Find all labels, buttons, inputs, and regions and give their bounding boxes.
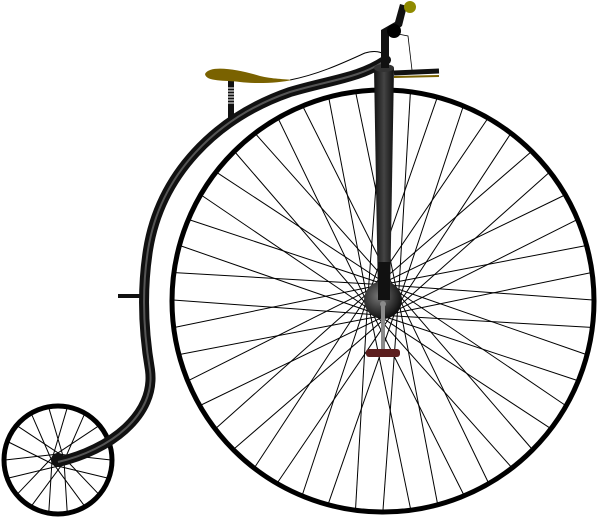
spoke xyxy=(179,245,374,314)
brake-lever-trim xyxy=(393,75,440,78)
spoke xyxy=(397,293,532,449)
backbone-highlight xyxy=(57,59,387,463)
spoke xyxy=(398,91,411,297)
spoke xyxy=(31,413,53,462)
spoke xyxy=(355,303,368,509)
spoke xyxy=(277,312,394,483)
saddle xyxy=(205,68,292,84)
spoke xyxy=(328,97,368,299)
spoke xyxy=(388,284,594,301)
spoke xyxy=(277,117,368,303)
spoke xyxy=(200,194,371,311)
front-fork xyxy=(374,68,394,300)
spoke xyxy=(200,315,386,406)
handle-knob xyxy=(404,1,416,13)
spoke xyxy=(382,315,578,381)
spoke xyxy=(393,219,578,313)
spoke xyxy=(374,313,512,467)
spoke xyxy=(397,133,512,305)
spoke xyxy=(392,286,587,355)
spoke xyxy=(188,287,373,381)
spoke xyxy=(370,310,464,495)
spoke xyxy=(378,314,550,429)
spoke xyxy=(55,425,99,455)
spoke xyxy=(376,151,532,286)
spoke xyxy=(234,151,369,307)
spoke xyxy=(17,425,61,455)
spoke xyxy=(180,315,382,355)
spoke xyxy=(4,453,57,461)
spoke xyxy=(174,272,380,285)
crank-pivot xyxy=(380,301,386,307)
spoke xyxy=(380,194,566,285)
fork-lower xyxy=(378,262,390,300)
spoke xyxy=(174,285,376,328)
spoke xyxy=(254,295,369,467)
spoke xyxy=(382,305,399,511)
backbone-frame xyxy=(53,55,391,467)
spoke xyxy=(48,407,64,458)
seat-spring xyxy=(228,87,234,104)
spoke xyxy=(7,441,55,466)
spoke xyxy=(386,315,592,328)
handlebar-stem xyxy=(381,4,407,68)
spoke xyxy=(398,105,464,301)
spoke xyxy=(63,413,85,462)
spoke xyxy=(254,133,392,287)
spoke xyxy=(395,289,566,406)
spoke xyxy=(53,463,85,507)
spoke xyxy=(234,314,390,449)
spoke xyxy=(216,291,370,429)
spoke xyxy=(372,117,489,288)
spoke xyxy=(398,297,489,483)
big-wheel-spokes xyxy=(172,89,594,511)
spoke xyxy=(31,463,63,507)
spoke xyxy=(188,219,384,285)
spoke xyxy=(63,460,68,513)
spoke xyxy=(302,299,368,495)
spoke xyxy=(57,465,108,479)
brake-lever xyxy=(393,68,440,76)
brake-pivot xyxy=(387,24,401,38)
spoke xyxy=(390,272,592,315)
small-wheel-rim xyxy=(1,403,115,517)
spoke xyxy=(384,245,586,285)
spoke xyxy=(216,171,388,286)
spoke xyxy=(48,460,53,513)
spoke xyxy=(172,299,378,316)
pedal xyxy=(366,349,400,357)
spoke xyxy=(17,456,54,495)
spoke xyxy=(52,407,68,458)
brake-wire xyxy=(397,33,413,71)
spoke xyxy=(398,301,438,503)
spoke xyxy=(396,171,550,309)
seat-spring-wire xyxy=(289,51,385,81)
spoke xyxy=(368,307,411,509)
spoke xyxy=(8,465,59,479)
